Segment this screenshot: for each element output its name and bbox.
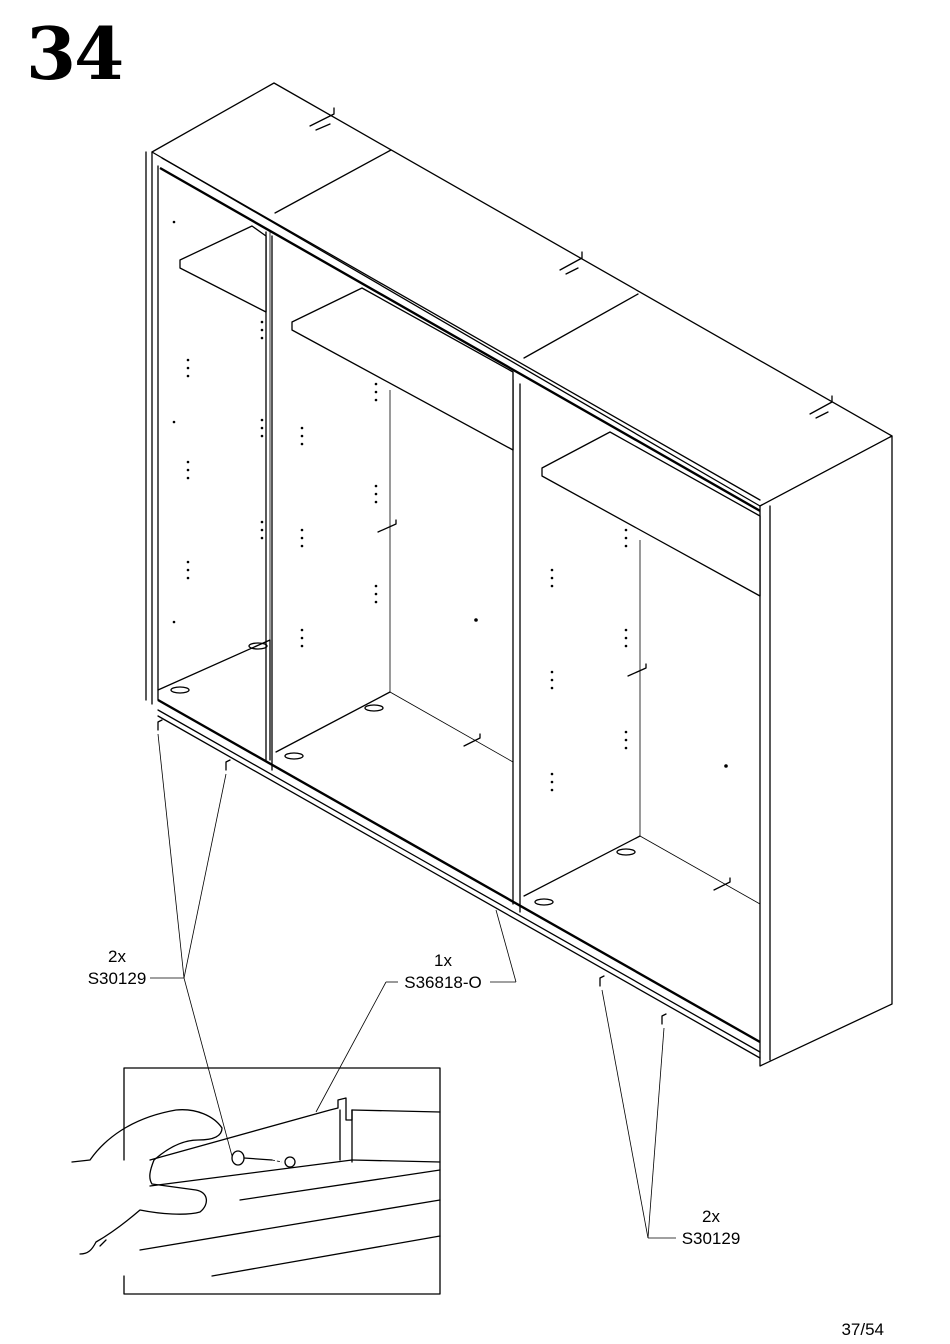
callout-rail-qty: 1x: [396, 950, 490, 972]
detail-inset: [72, 1068, 440, 1294]
callout-screws-right-qty: 2x: [676, 1206, 746, 1228]
wardrobe-body: [146, 83, 892, 1066]
callout-screws-left: 2x S30129: [82, 946, 152, 990]
callout-screws-left-part: S30129: [82, 968, 152, 990]
callout-rail-part: S36818-O: [396, 972, 490, 994]
callout-screws-right-part: S30129: [676, 1228, 746, 1250]
page-number: 37/54: [841, 1320, 884, 1340]
callout-rail: 1x S36818-O: [396, 950, 490, 994]
callout-screws-left-qty: 2x: [82, 946, 152, 968]
callout-screws-right: 2x S30129: [676, 1206, 746, 1250]
